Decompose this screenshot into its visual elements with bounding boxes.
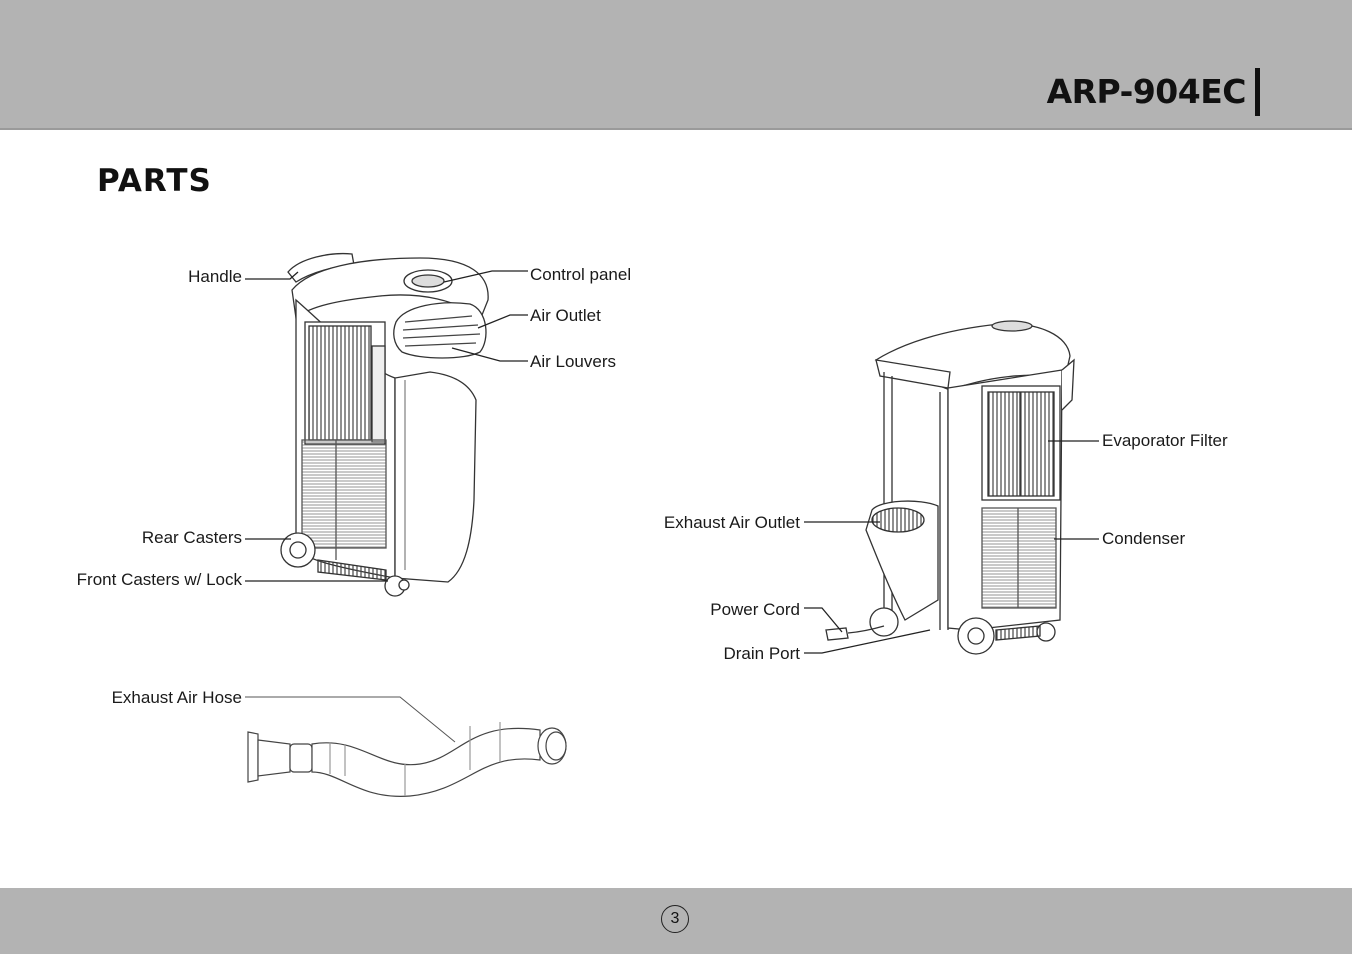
model-divider-bar [1255,68,1260,116]
label-drain-port: Drain Port [723,644,800,663]
section-title: PARTS [97,163,212,199]
label-evaporator-filter: Evaporator Filter [1102,431,1228,450]
exhaust-hose-drawing [247,722,567,797]
rear-unit-drawing [825,320,1075,655]
label-front-casters: Front Casters w/ Lock [76,570,242,589]
label-exhaust-air-outlet: Exhaust Air Outlet [663,513,800,532]
label-handle: Handle [188,267,242,286]
front-unit-drawing [280,252,489,597]
label-control-panel: Control panel [530,265,632,284]
page-number: 3 [661,905,689,933]
label-power-cord: Power Cord [710,600,800,619]
label-air-louvers: Air Louvers [530,352,616,371]
leader-lines [245,270,1099,743]
label-rear-casters: Rear Casters [141,528,242,547]
page-header-band [0,0,1352,130]
label-condenser: Condenser [1102,529,1186,548]
model-number: ARP-904EC [1046,72,1247,111]
label-air-outlet: Air Outlet [530,306,601,325]
label-exhaust-air-hose: Exhaust Air Hose [111,688,242,707]
